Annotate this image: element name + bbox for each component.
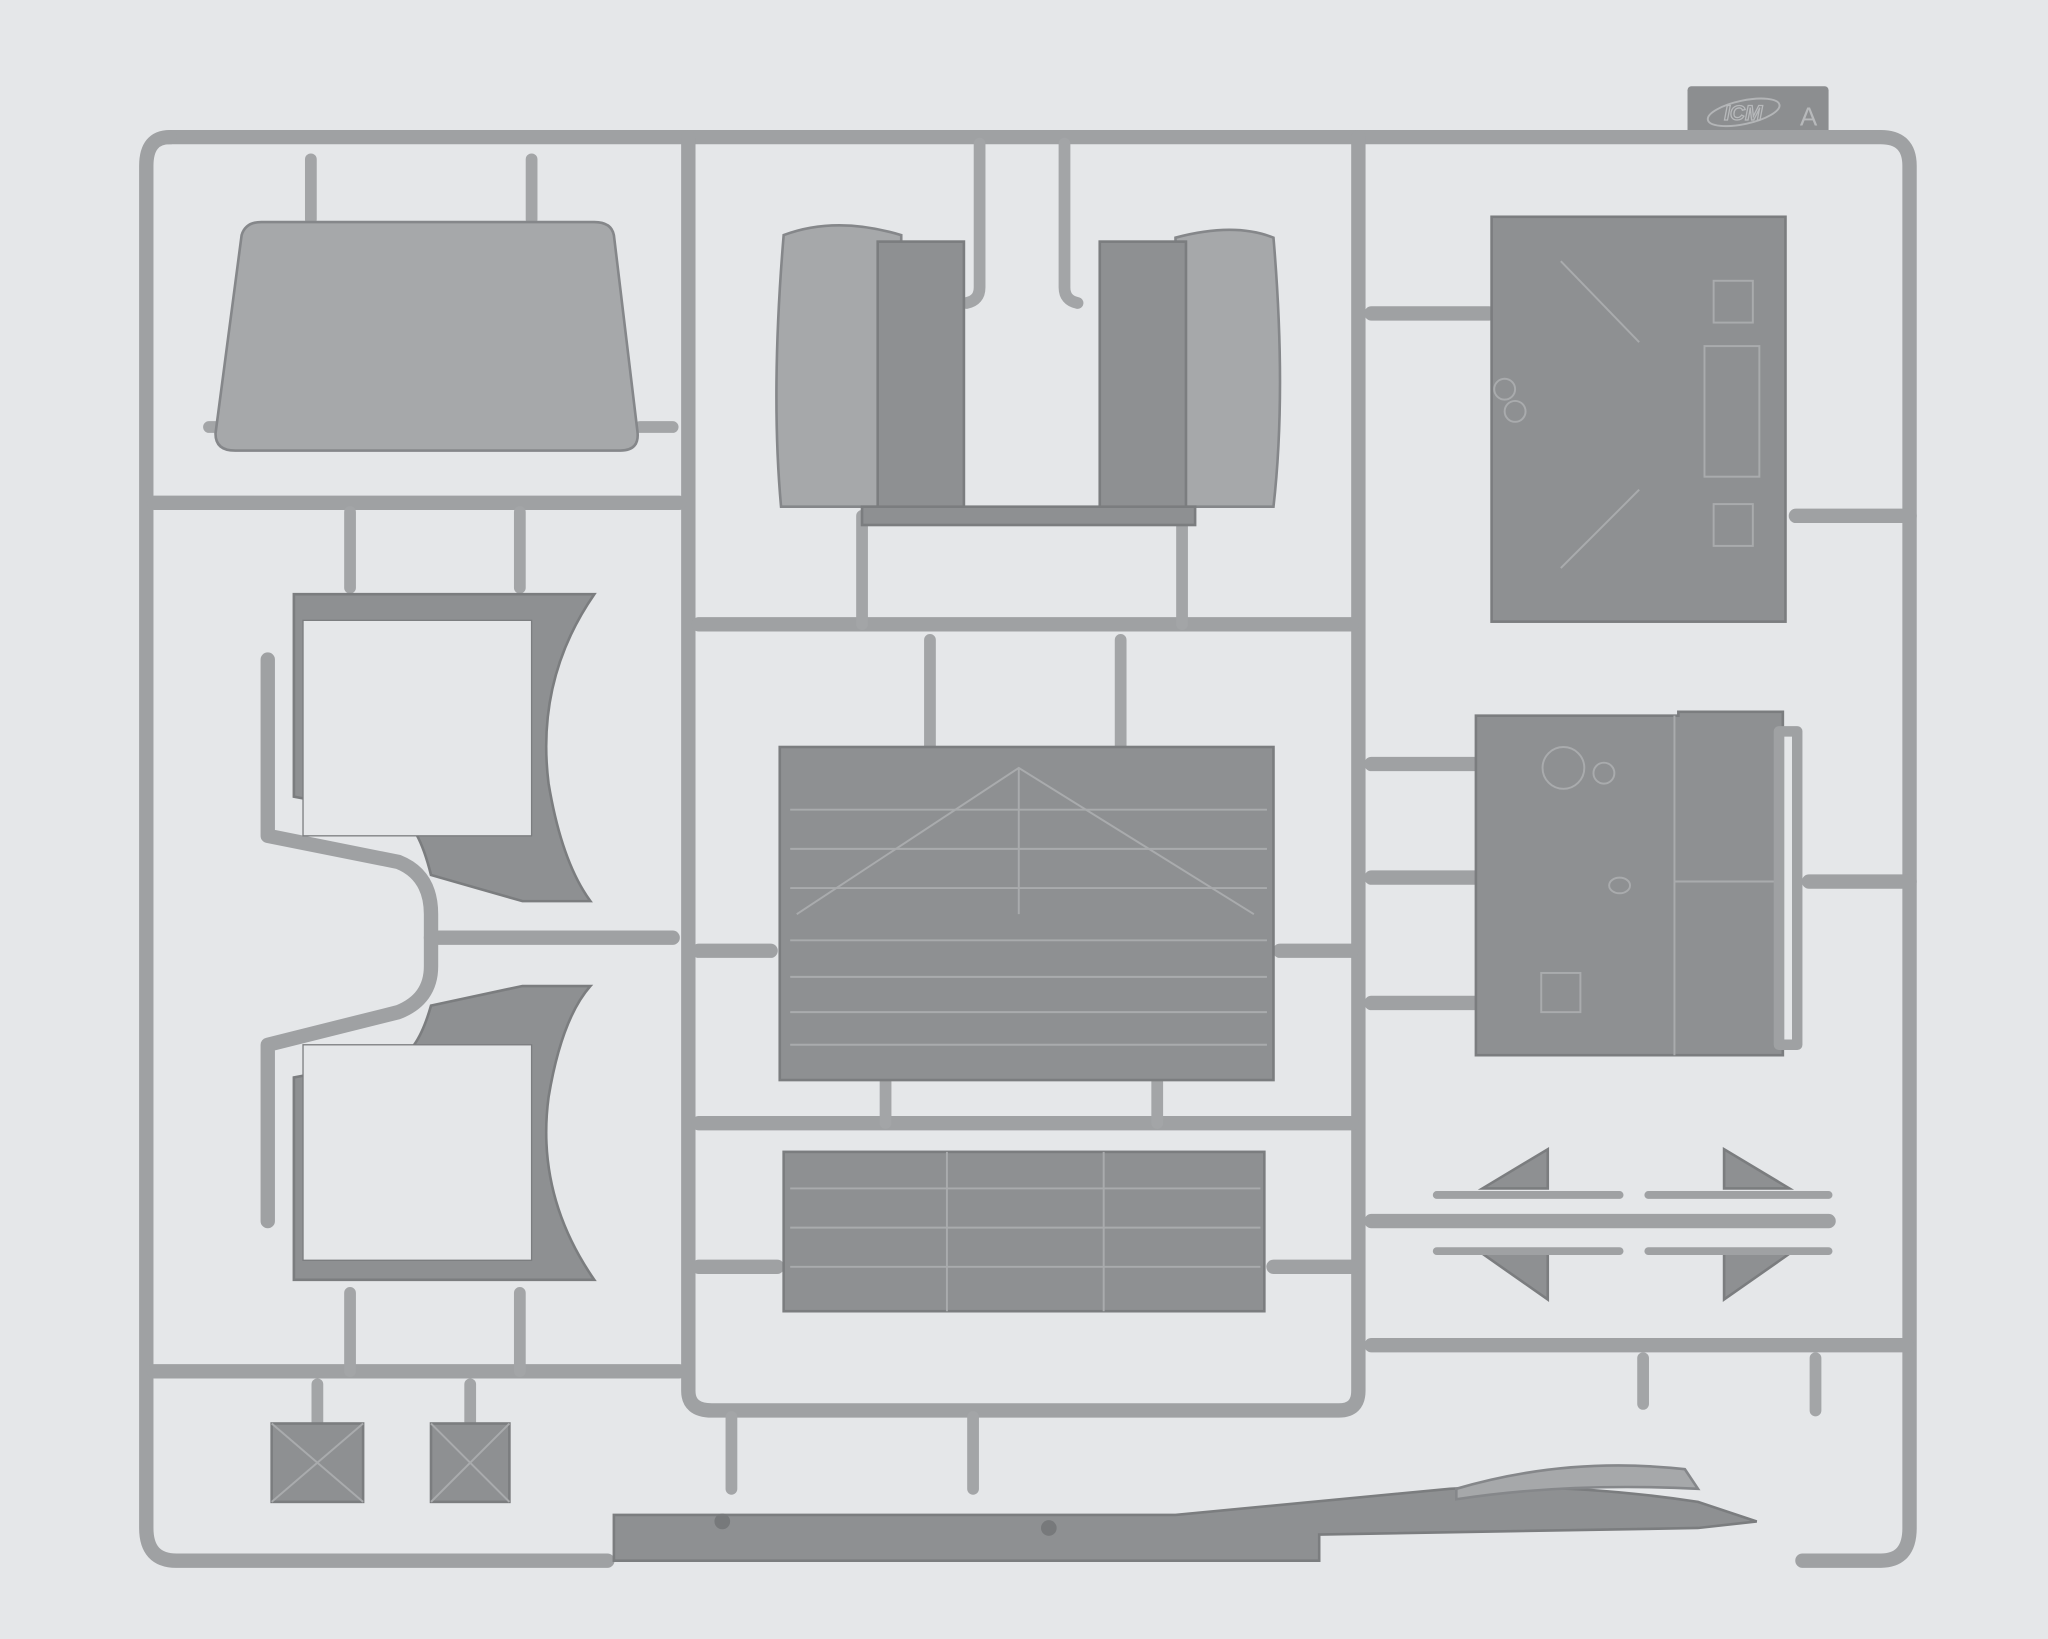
part-small-crates [270,1422,511,1504]
part-windscreen [214,220,639,452]
sprue-logo-tab: ICM A [1687,86,1829,136]
runner-frame [139,129,1917,1568]
part-brackets [1432,1146,1833,1302]
part-chassis-rail [612,1464,1758,1562]
part-side-board [782,1150,1266,1313]
part-doors [292,592,597,1282]
sprue-letter: A [1800,101,1818,131]
part-fenders [775,223,1282,527]
part-floor-panel [1490,215,1787,623]
part-cargo-floor [778,745,1275,1082]
gates [203,137,1822,1495]
logo-icm: ICM [1724,102,1763,125]
part-cab-panel [1474,710,1803,1057]
